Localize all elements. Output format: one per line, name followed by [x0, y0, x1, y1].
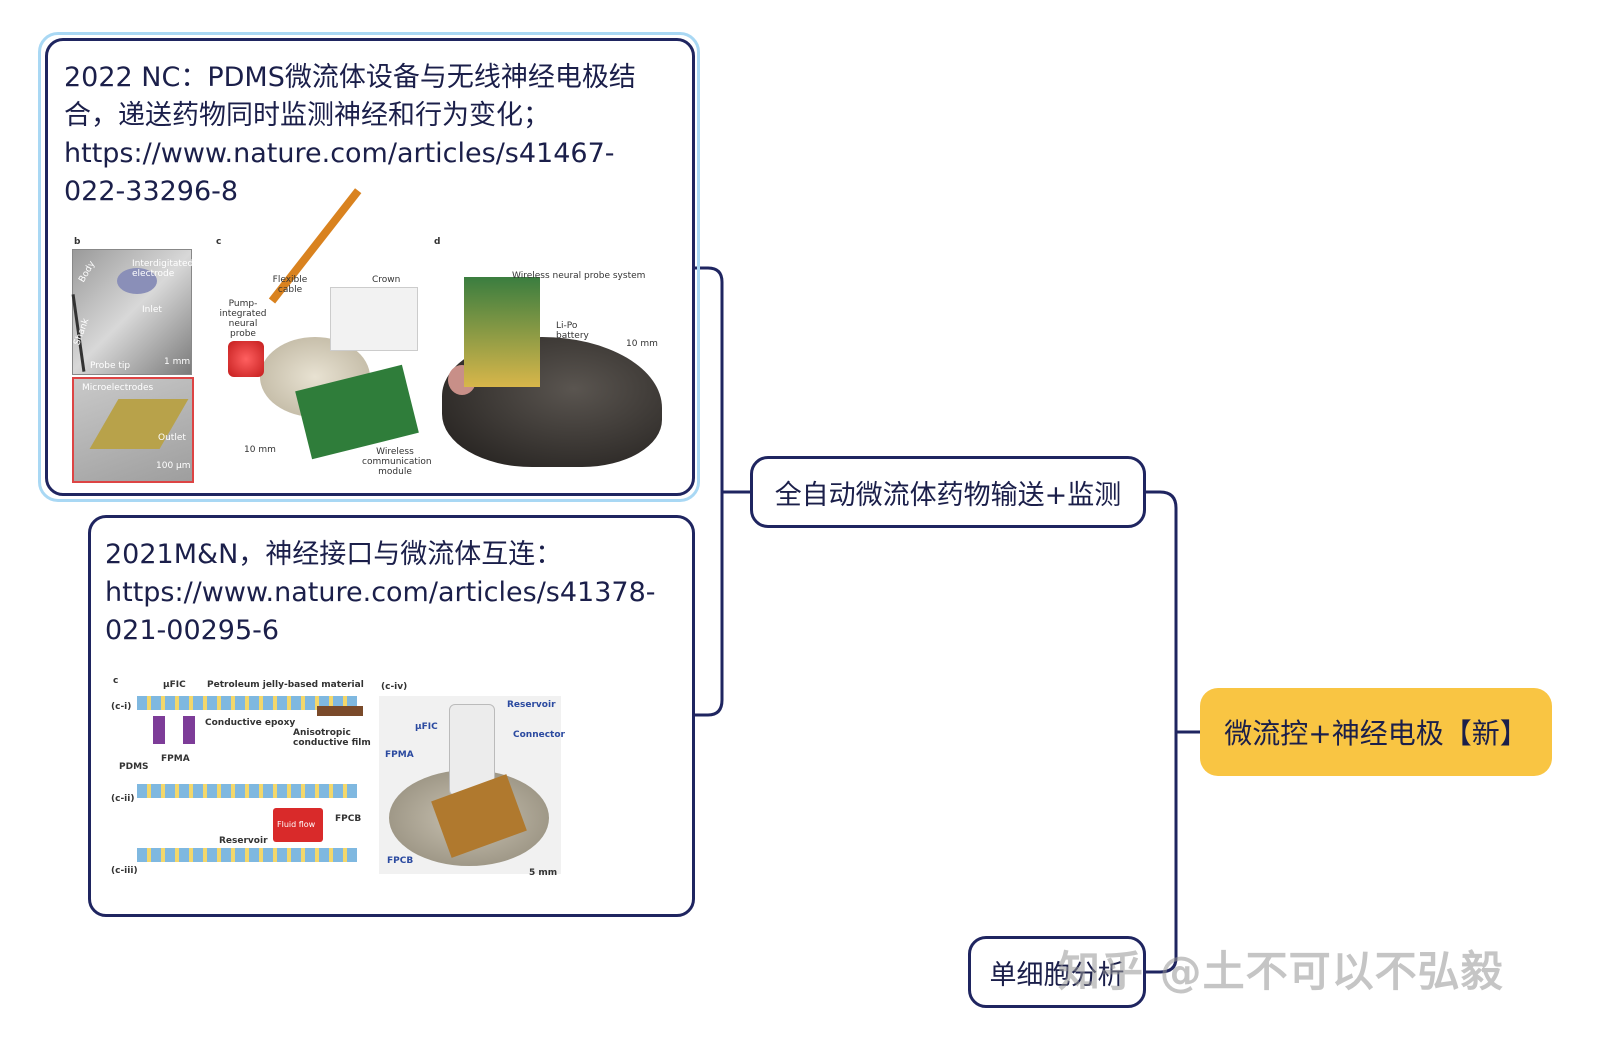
label-crown: Crown	[372, 275, 401, 285]
label-scale: 5 mm	[529, 868, 558, 878]
crown-image	[330, 287, 418, 351]
label-wireless-system: Wireless neural probe system	[512, 271, 646, 281]
sem-image-top	[71, 249, 192, 375]
panel-label-c: c	[216, 237, 222, 247]
label-pdms: PDMS	[119, 762, 149, 772]
pad-ci	[317, 706, 363, 716]
label-probe-tip: Probe tip	[90, 361, 131, 371]
wireless-system-image	[464, 277, 540, 387]
label-ci: (c-i)	[111, 702, 132, 712]
figure-2021-mn: c μFIC Petroleum jelly-based material (c…	[109, 676, 669, 884]
sem-image-bottom	[72, 377, 194, 483]
watermark: 知乎 @土不可以不弘毅	[1058, 947, 1504, 996]
label-reservoir: Reservoir	[219, 836, 268, 846]
text-line: 合，递送药物同时监测神经和行为变化；	[64, 100, 550, 131]
panel-label-c: c	[113, 676, 119, 686]
pump-image	[228, 341, 264, 377]
label-fpcb: FPCB	[387, 856, 414, 866]
leaf-node-2022-text: 2022 NC：PDMS微流体设备与无线神经电极结 合，递送药物同时监测神经和行…	[64, 59, 676, 211]
label-scale: 10 mm	[244, 445, 276, 455]
label-wireless-module: Wireless communication module	[362, 447, 432, 477]
text-line: 2021M&N，神经接口与微流体互连：	[105, 539, 563, 570]
branch-node-auto-delivery[interactable]: 全自动微流体药物输送+监测	[750, 456, 1146, 528]
label-ciii: (c-iii)	[111, 866, 138, 876]
label-outlet: Outlet	[158, 433, 186, 443]
article-link[interactable]: https://www.nature.com/articles/s41378-	[105, 577, 656, 608]
label-scale: 100 μm	[156, 461, 191, 471]
root-node[interactable]: 微流控+神经电极【新】	[1200, 688, 1552, 776]
electrode-shanks-ci	[183, 716, 195, 744]
layer-diagram-cii	[137, 784, 357, 798]
branch-node-single-cell[interactable]: 单细胞分析	[968, 936, 1146, 1008]
label-fluid: Fluid flow	[277, 820, 316, 829]
label-fpcb: FPCB	[335, 814, 362, 824]
layer-diagram-ci	[137, 696, 357, 710]
figure-2022-nc: b Body Interdigitated electrode Inlet Sh…	[68, 188, 674, 483]
article-link-cont[interactable]: 021-00295-6	[105, 615, 280, 646]
layer-diagram-ciii	[137, 848, 357, 862]
article-link-cont[interactable]: 022-33296-8	[64, 176, 239, 207]
branch-label: 单细胞分析	[989, 959, 1125, 991]
panel-label-d: d	[434, 237, 441, 247]
label-connector: Connector	[513, 730, 565, 740]
label-microelectrodes: Microelectrodes	[82, 383, 154, 393]
label-flexible-cable: Flexible cable	[272, 275, 308, 295]
label-reservoir: Reservoir	[507, 700, 556, 710]
label-lipo: Li-Po battery	[556, 321, 589, 341]
label-scale: 1 mm	[164, 357, 191, 367]
article-link[interactable]: https://www.nature.com/articles/s41467-	[64, 138, 615, 169]
label-scale: 10 mm	[626, 339, 658, 349]
label-fpma: FPMA	[161, 754, 190, 764]
label-fpma: FPMA	[385, 750, 414, 760]
selection-highlight	[38, 32, 700, 502]
label-ufic: μFIC	[415, 722, 438, 732]
text-line: 2022 NC：PDMS微流体设备与无线神经电极结	[64, 62, 636, 93]
branch-label: 全自动微流体药物输送+监测	[774, 479, 1122, 511]
label-petroleum: Petroleum jelly-based material	[207, 680, 364, 690]
panel-label-b: b	[74, 237, 81, 247]
label-pump-probe: Pump-integrated neural probe	[219, 299, 267, 339]
device-photo	[379, 696, 561, 874]
label-ufic: μFIC	[163, 680, 186, 690]
label-inlet: Inlet	[142, 305, 162, 315]
label-electrode: Interdigitated electrode	[132, 259, 194, 279]
leaf-node-2021-text: 2021M&N，神经接口与微流体互连： https://www.nature.c…	[105, 536, 678, 650]
leaf-node-2022-nc[interactable]: 2022 NC：PDMS微流体设备与无线神经电极结 合，递送药物同时监测神经和行…	[45, 38, 695, 496]
label-anisotropic: Anisotropic conductive film	[293, 728, 371, 748]
root-label: 微流控+神经电极【新】	[1224, 717, 1528, 750]
label-cii: (c-ii)	[111, 794, 135, 804]
electrode-shanks-ci	[153, 716, 165, 744]
label-civ: (c-iv)	[381, 682, 408, 692]
leaf-node-2021-mn[interactable]: 2021M&N，神经接口与微流体互连： https://www.nature.c…	[88, 515, 695, 917]
fluid-flow-box	[273, 808, 323, 842]
label-epoxy: Conductive epoxy	[205, 718, 296, 728]
